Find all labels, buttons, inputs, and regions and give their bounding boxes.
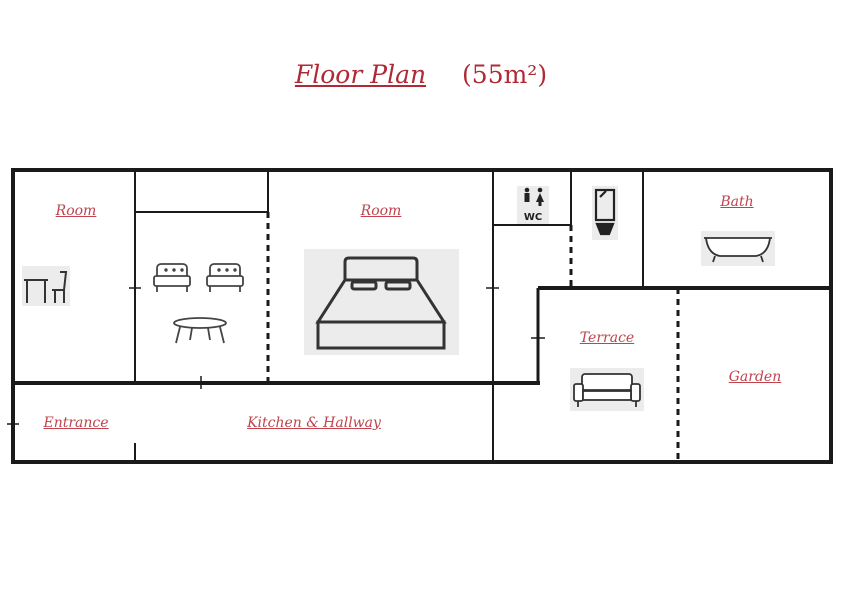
interior-walls bbox=[13, 170, 831, 462]
door-markers bbox=[7, 287, 545, 425]
wc-sign-icon: WC bbox=[517, 186, 549, 224]
garden-label: Garden bbox=[728, 369, 782, 385]
desk-chair-icon bbox=[22, 266, 70, 306]
double-bed-icon bbox=[304, 249, 459, 355]
bath-label: Bath bbox=[720, 194, 754, 210]
room-left-label: Room bbox=[55, 203, 97, 219]
armchair-icon bbox=[153, 263, 191, 292]
dashed-partitions bbox=[266, 212, 680, 462]
room-center-label: Room bbox=[360, 203, 402, 219]
title-area: (55m²) bbox=[462, 60, 548, 89]
coffee-table-icon bbox=[173, 317, 227, 344]
sink-icon bbox=[592, 186, 618, 240]
page-title: Floor Plan (55m²) bbox=[0, 60, 842, 89]
terrace-label: Terrace bbox=[579, 330, 635, 346]
entrance-label: Entrance bbox=[43, 415, 109, 431]
title-text: Floor Plan bbox=[294, 60, 427, 89]
wc-sign-label: WC bbox=[524, 212, 542, 223]
outer-walls bbox=[11, 168, 833, 464]
bathtub-icon bbox=[701, 231, 775, 266]
sofa-icon bbox=[570, 368, 644, 411]
kitchen-hallway-label: Kitchen & Hallway bbox=[247, 415, 381, 431]
armchair-icon bbox=[206, 263, 244, 292]
